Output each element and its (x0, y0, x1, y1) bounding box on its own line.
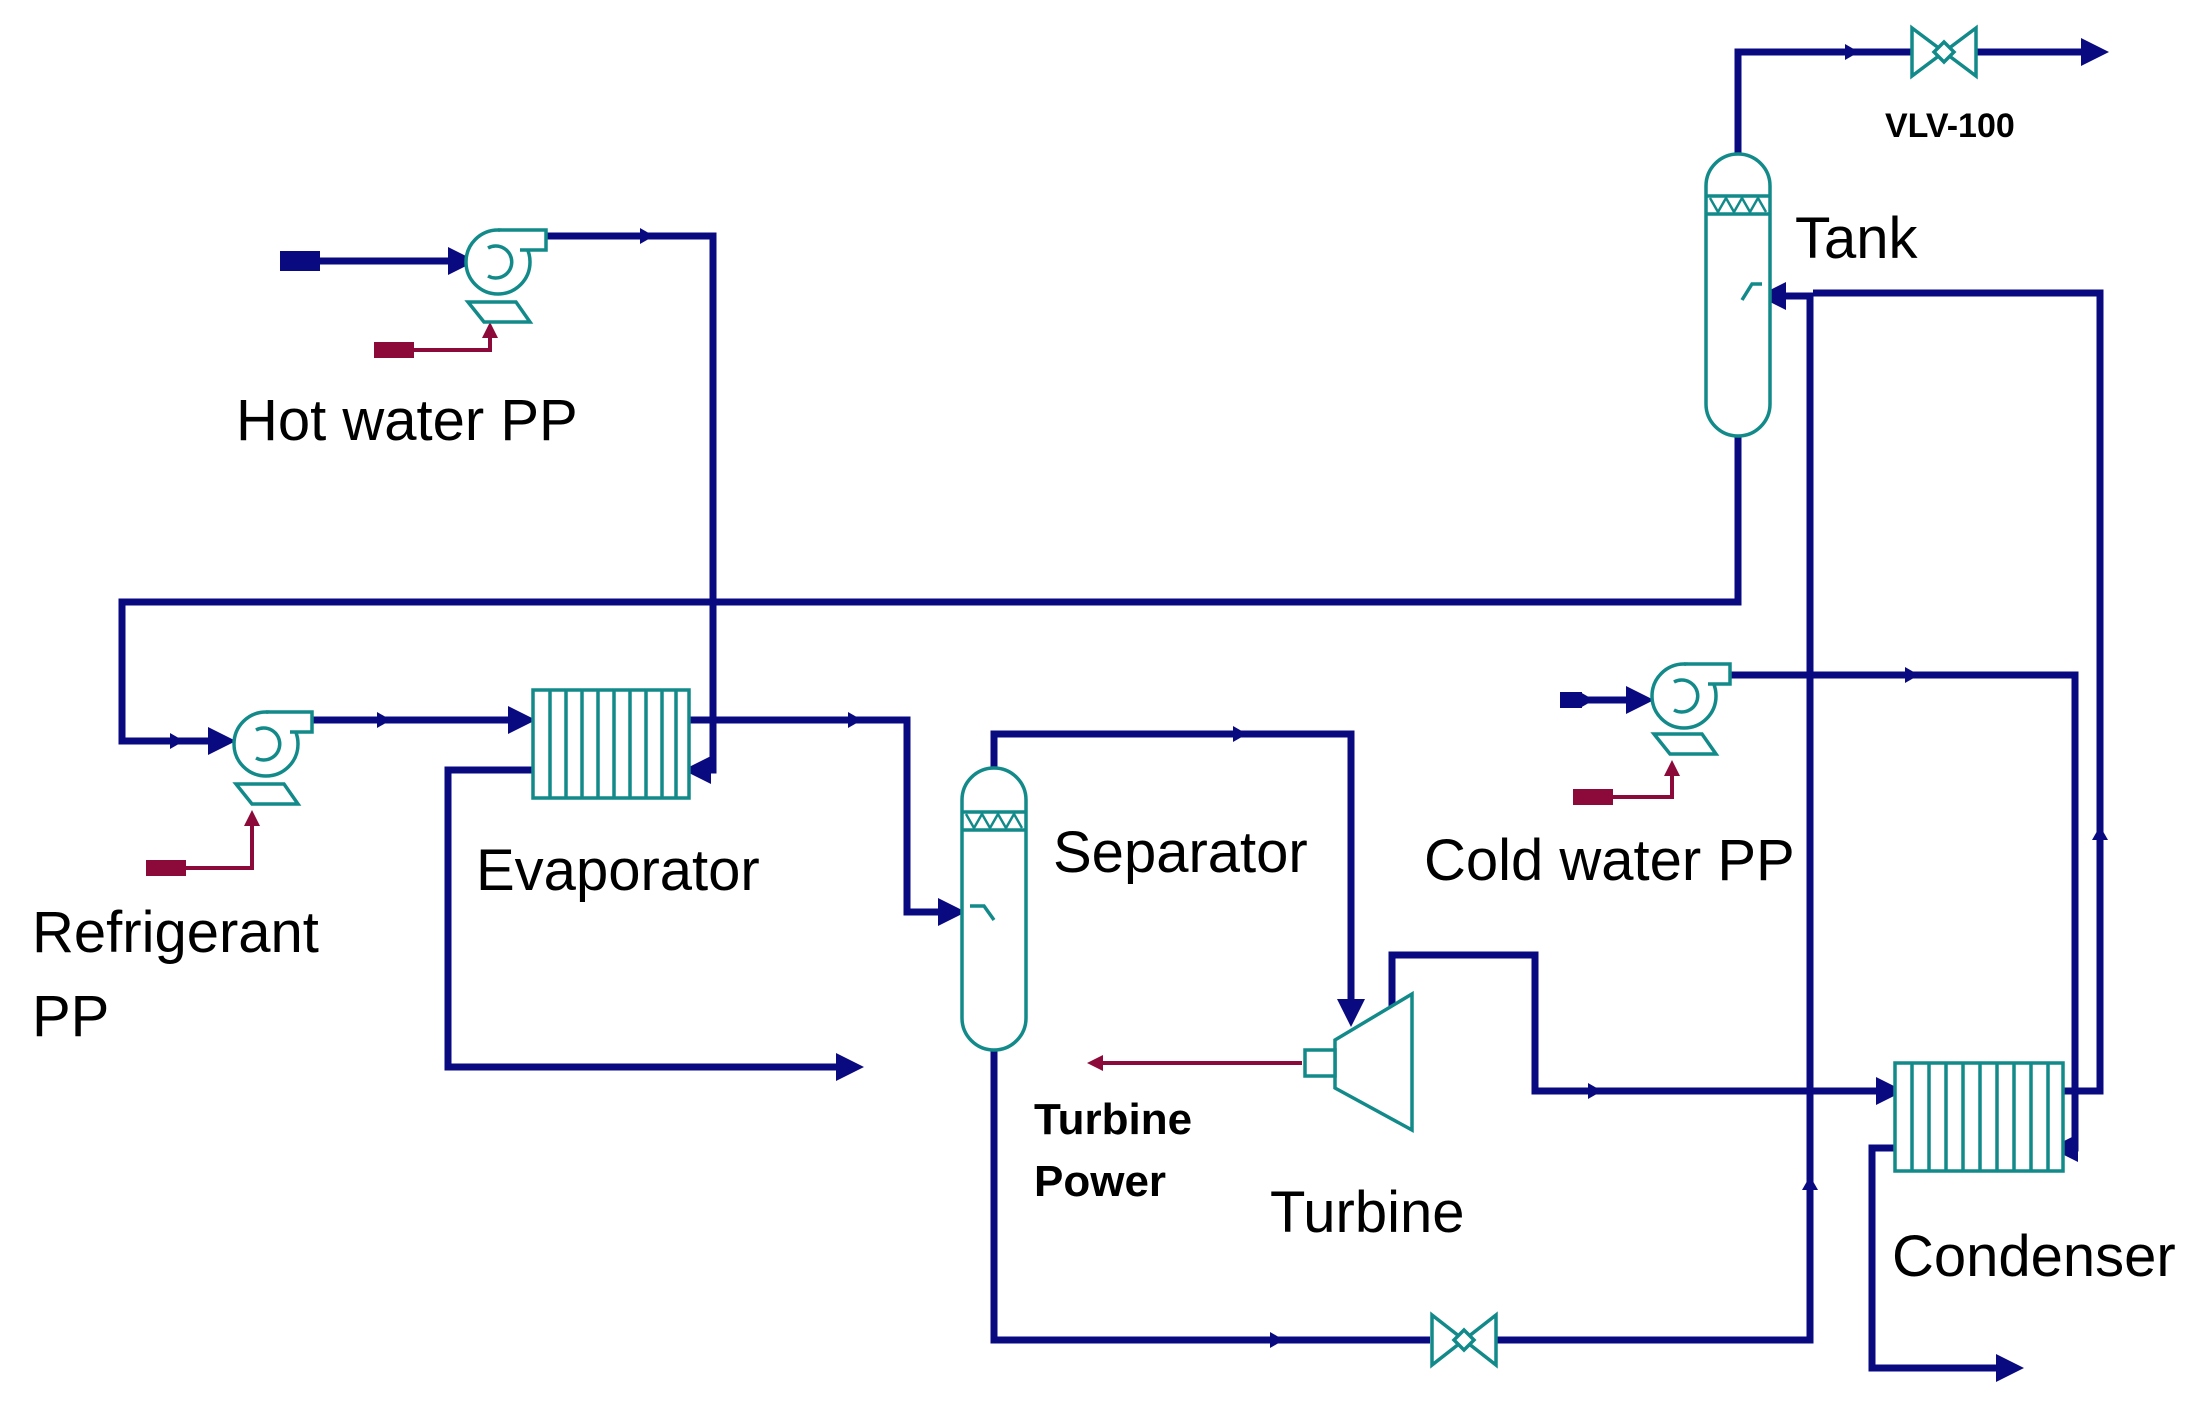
bottom-valve[interactable] (1430, 1311, 1498, 1369)
label-turbine-power-line1: Turbine (1034, 1095, 1192, 1144)
stream-evaporator-to-separator[interactable] (690, 716, 966, 926)
label-refrigerant-pump-line1: Refrigerant (32, 900, 319, 965)
refrigerant-pump[interactable] (232, 710, 314, 806)
centrifugal-pump-icon (464, 228, 548, 324)
centrifugal-pump-icon (232, 710, 314, 806)
stream-separator-vapor-to-turbine[interactable] (990, 730, 1365, 1027)
energy-hot-water-pump[interactable] (378, 322, 498, 352)
streams (118, 38, 2109, 1382)
flow-arrows (170, 44, 2108, 1348)
evaporator[interactable] (531, 688, 691, 800)
label-turbine: Turbine (1270, 1180, 1465, 1245)
stream-condenser-to-tank[interactable] (1813, 289, 2104, 1095)
separator-column-icon (960, 766, 1028, 1052)
stream-separator-liquid-to-valve[interactable] (990, 1047, 1430, 1344)
label-top-valve: VLV-100 (1885, 107, 2015, 145)
centrifugal-pump-icon (1650, 662, 1732, 756)
turbine-icon (1303, 990, 1414, 1133)
valve-icon (1910, 24, 1978, 80)
label-refrigerant-pump-line2: PP (32, 984, 109, 1049)
stream-evaporator-hot-water-out[interactable] (444, 766, 864, 1081)
energy-stubs (146, 342, 1613, 876)
label-separator: Separator (1053, 820, 1308, 885)
label-evaporator: Evaporator (476, 838, 760, 903)
stream-tank-to-refrigerant-pump[interactable] (118, 430, 1742, 755)
stream-condenser-outlet[interactable] (1868, 1144, 2024, 1382)
label-tank: Tank (1795, 206, 1919, 271)
valve-icon (1430, 1311, 1498, 1369)
stream-cold-water-to-condenser[interactable] (1730, 671, 2079, 1162)
separator[interactable] (960, 766, 1028, 1052)
turbine[interactable] (1303, 990, 1414, 1133)
label-cold-water-pump: Cold water PP (1424, 828, 1795, 893)
heat-exchanger-icon (1893, 1061, 2065, 1173)
separator-column-icon (1704, 152, 1772, 438)
equipment (232, 24, 2065, 1369)
label-hot-water-pump: Hot water PP (236, 388, 578, 453)
hot-water-pump[interactable] (464, 228, 548, 324)
heat-exchanger-icon (531, 688, 691, 800)
stream-turbine-to-condenser[interactable] (1388, 951, 1904, 1105)
cold-water-pump[interactable] (1650, 662, 1732, 756)
cold-water-feed-stub (1560, 692, 1582, 708)
tank[interactable] (1704, 152, 1772, 438)
top-valve[interactable] (1910, 24, 1978, 80)
hot-water-feed-stub (280, 251, 320, 271)
label-turbine-power-line2: Power (1034, 1157, 1166, 1206)
labels: Hot water PP Refrigerant PP Evaporator S… (32, 107, 2176, 1289)
condenser[interactable] (1893, 1061, 2065, 1173)
label-condenser: Condenser (1892, 1224, 2176, 1289)
stream-hot-water-discharge[interactable] (545, 232, 717, 784)
stream-valve-to-tank[interactable] (1497, 282, 1814, 1344)
